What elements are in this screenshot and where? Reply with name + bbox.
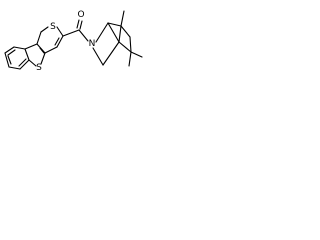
bond <box>8 66 21 70</box>
bond <box>44 46 58 54</box>
bond <box>118 25 122 43</box>
bond <box>92 47 104 66</box>
bond <box>4 46 15 54</box>
bond <box>4 52 10 68</box>
bond <box>36 31 42 45</box>
carbonyl-linker <box>62 19 89 42</box>
bond <box>18 58 27 67</box>
bond <box>40 26 49 33</box>
thiophene-ring-lower <box>24 43 46 67</box>
bond <box>129 36 132 53</box>
bond <box>13 46 26 50</box>
bond <box>107 22 122 27</box>
bond <box>7 49 16 56</box>
sulfur-top-label: S <box>50 22 56 32</box>
bond <box>95 22 109 43</box>
bond <box>40 52 46 65</box>
bond <box>19 59 30 70</box>
bond <box>56 26 64 37</box>
bond <box>7 55 12 65</box>
bond <box>130 51 143 58</box>
bond <box>56 35 64 48</box>
bond <box>28 59 37 67</box>
bond <box>76 19 80 29</box>
bond <box>107 22 120 43</box>
bond <box>54 37 60 46</box>
bond <box>24 48 30 61</box>
nitrogen-label: N <box>89 39 96 49</box>
thiophene-ring-upper <box>36 26 64 54</box>
molecule-structure: S S O N <box>4 10 143 73</box>
benzo-ring <box>4 46 30 70</box>
bond <box>128 51 132 67</box>
oxygen-label: O <box>77 10 84 20</box>
azabicycle <box>92 10 143 67</box>
sulfur-bottom-label: S <box>36 63 42 73</box>
bond <box>102 41 120 66</box>
bond <box>79 20 83 30</box>
bond <box>118 41 132 53</box>
bond <box>24 43 38 50</box>
bond <box>120 10 125 27</box>
bond <box>120 25 131 38</box>
bond <box>39 47 45 54</box>
bond <box>78 29 89 42</box>
bond <box>62 29 80 37</box>
